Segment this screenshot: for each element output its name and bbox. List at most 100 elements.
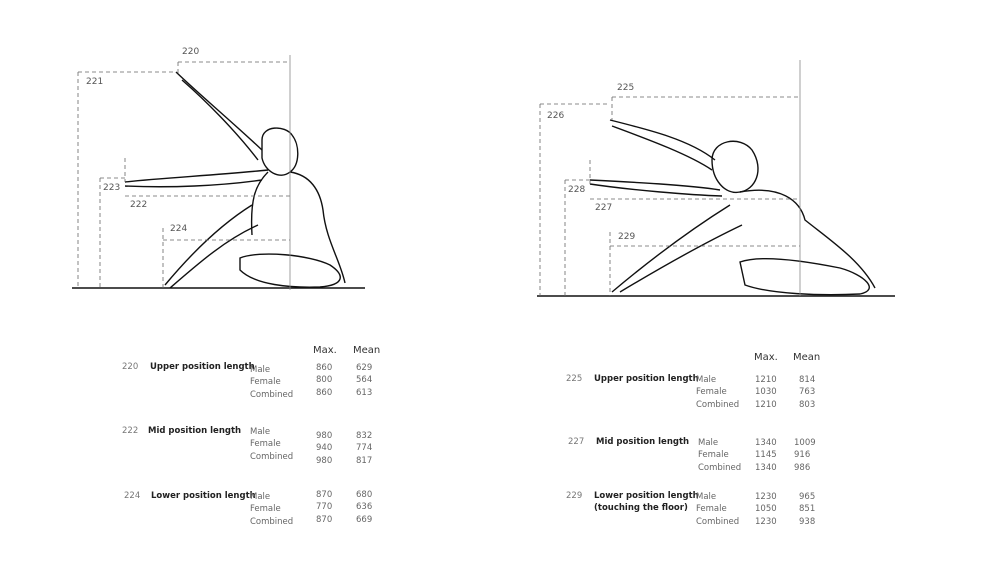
table-cell: Mid position length xyxy=(148,426,242,436)
table-cell: 220 xyxy=(122,362,139,372)
table-cell: 803 xyxy=(799,399,816,410)
table-cell: 225 xyxy=(566,374,583,384)
table-cell: 916 xyxy=(794,450,811,461)
table-cell: 224 xyxy=(124,491,141,501)
table-cell: 669 xyxy=(356,514,373,525)
table-cell: 1050 xyxy=(755,504,777,515)
table-cell: Lower position length xyxy=(151,491,256,501)
dim-label: 228 xyxy=(568,185,586,195)
header-mean: Mean xyxy=(793,352,821,363)
table-cell: 1210 xyxy=(755,399,777,410)
table-cell: Combined xyxy=(696,399,740,410)
dim-label: 220 xyxy=(182,47,200,57)
table-cell: 1340 xyxy=(755,462,777,473)
table-cell: Male xyxy=(250,365,271,375)
table-cell: Female xyxy=(250,504,281,515)
table-cell: 1009 xyxy=(794,438,816,448)
table-cell: Combined xyxy=(250,451,294,462)
table-cell: 832 xyxy=(356,431,373,441)
table-cell: 1230 xyxy=(755,492,777,502)
right-dimension-lines xyxy=(539,96,800,296)
table-cell: 564 xyxy=(356,375,373,386)
table-cell: Male xyxy=(250,492,271,502)
table-cell: 814 xyxy=(799,375,816,385)
dim-label: 229 xyxy=(618,232,636,242)
table-cell: 222 xyxy=(122,426,139,436)
table-cell: Combined xyxy=(696,516,740,527)
table-cell: Combined xyxy=(250,389,294,400)
header-mean: Mean xyxy=(353,345,381,356)
dim-label: 225 xyxy=(617,83,635,93)
header-max: Max. xyxy=(754,352,778,363)
table-cell: 227 xyxy=(568,437,585,447)
table-cell: 800 xyxy=(316,375,333,386)
table-cell: Female xyxy=(250,377,281,388)
table-cell: 774 xyxy=(356,443,373,454)
dim-label: 223 xyxy=(103,183,121,193)
dim-label: 222 xyxy=(130,200,148,210)
table-cell: 870 xyxy=(316,514,333,525)
table-cell: 763 xyxy=(799,387,816,398)
table-cell: 636 xyxy=(356,502,373,513)
table-cell: Lower position length xyxy=(594,491,699,501)
table-cell: 851 xyxy=(799,504,816,515)
left-dimension-lines xyxy=(77,61,290,288)
table-cell: 629 xyxy=(356,363,373,373)
table-cell: 980 xyxy=(316,455,333,466)
table-cell: Female xyxy=(250,439,281,450)
table-cell: 870 xyxy=(316,490,333,500)
table-cell: 770 xyxy=(316,502,333,513)
table-cell: 817 xyxy=(356,455,373,466)
table-cell: Upper position length xyxy=(150,362,255,372)
table-cell: 229 xyxy=(566,491,583,501)
table-cell: Male xyxy=(696,375,717,385)
table-cell: Female xyxy=(696,387,727,398)
dim-label: 227 xyxy=(595,203,613,213)
right-figure xyxy=(537,119,895,297)
table-cell: 1230 xyxy=(755,516,777,527)
table-cell: Combined xyxy=(250,516,294,527)
table-cell: 940 xyxy=(316,443,333,454)
dim-label: 221 xyxy=(86,77,104,87)
table-cell: 938 xyxy=(799,516,816,527)
table-cell: 1030 xyxy=(755,387,777,398)
table-cell: Mid position length xyxy=(596,437,690,447)
dim-label: 226 xyxy=(547,111,565,121)
table-cell: (touching the floor) xyxy=(594,503,688,513)
table-cell: 965 xyxy=(799,492,816,502)
table-cell: Upper position length xyxy=(594,374,699,384)
table-cell: Male xyxy=(698,438,719,448)
header-max: Max. xyxy=(313,345,337,356)
table-cell: 1210 xyxy=(755,375,777,385)
table-cell: 1340 xyxy=(755,438,777,448)
table-cell: Male xyxy=(696,492,717,502)
dim-label: 224 xyxy=(170,224,188,234)
table-cell: Female xyxy=(696,504,727,515)
table-cell: Female xyxy=(698,450,729,461)
table-cell: 860 xyxy=(316,363,333,373)
table-cell: 613 xyxy=(356,387,373,398)
table-cell: 860 xyxy=(316,387,333,398)
table-cell: 980 xyxy=(316,431,333,441)
table-cell: Combined xyxy=(698,462,742,473)
table-cell: 680 xyxy=(356,490,373,500)
